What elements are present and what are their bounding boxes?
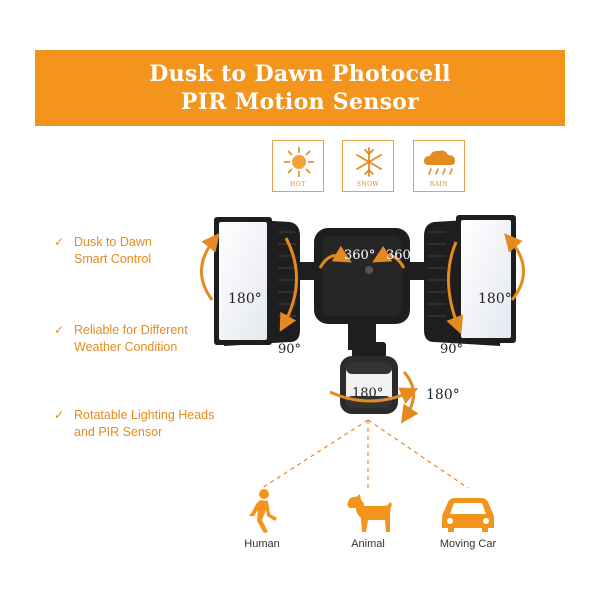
sensor-vertical-180-label: 180°: [426, 387, 460, 403]
sun-icon: [284, 147, 314, 177]
feature-item-weather: ✓ Reliable for Different Weather Conditi…: [54, 322, 226, 356]
sensor-horizontal-180-label: 180°: [352, 386, 383, 401]
right-90-label: 90°: [440, 342, 463, 357]
detection-human: [222, 488, 302, 539]
pir-sensor-head: [340, 342, 398, 414]
feature-text: Dusk to Dawn Smart Control: [74, 235, 152, 266]
title-banner: Dusk to Dawn Photocell PIR Motion Sensor: [35, 50, 565, 126]
left-head-360-label: 360°: [344, 248, 375, 263]
car-icon: [442, 498, 494, 532]
left-90-label: 90°: [278, 342, 301, 357]
weather-snow-label: SNOW: [356, 181, 380, 188]
dog-icon: [347, 494, 392, 532]
detection-animal: [328, 488, 408, 539]
central-housing: [314, 228, 410, 350]
left-180-label: 180°: [228, 291, 262, 307]
weather-rain-label: RAIN: [429, 181, 449, 188]
checkmark-icon: ✓: [54, 408, 65, 422]
weather-hot-label: HOT: [290, 181, 306, 188]
detection-car: [428, 488, 508, 539]
detection-label-human: Human: [244, 538, 280, 550]
snowflake-icon: [356, 147, 382, 177]
right-lamp-head: [424, 215, 516, 346]
banner-title-line-2: PIR Motion Sensor: [180, 89, 420, 115]
rotation-arrows: [200, 232, 525, 424]
feature-text: Rotatable Lighting Heads and PIR Sensor: [74, 408, 215, 439]
right-180-label: 180°: [478, 291, 512, 307]
feature-item-rotatable: ✓ Rotatable Lighting Heads and PIR Senso…: [54, 407, 226, 441]
weather-rain-box: RAIN: [413, 140, 465, 192]
feature-text: Reliable for Different Weather Condition: [74, 323, 188, 354]
feature-item-dusk-to-dawn: ✓ Dusk to Dawn Smart Control: [54, 234, 226, 268]
human-walking-icon: [249, 489, 277, 533]
detection-lines: [261, 419, 469, 489]
detection-label-animal: Animal: [351, 538, 385, 550]
checkmark-icon: ✓: [54, 235, 65, 249]
weather-hot-box: HOT: [272, 140, 324, 192]
left-lamp-head: [214, 217, 300, 346]
banner-title-line-1: Dusk to Dawn Photocell: [149, 61, 451, 87]
checkmark-icon: ✓: [54, 323, 65, 337]
weather-snow-box: SNOW: [342, 140, 394, 192]
rain-cloud-icon: [424, 150, 455, 175]
right-head-360-label: 360°: [386, 248, 417, 263]
detection-label-car: Moving Car: [439, 538, 497, 550]
